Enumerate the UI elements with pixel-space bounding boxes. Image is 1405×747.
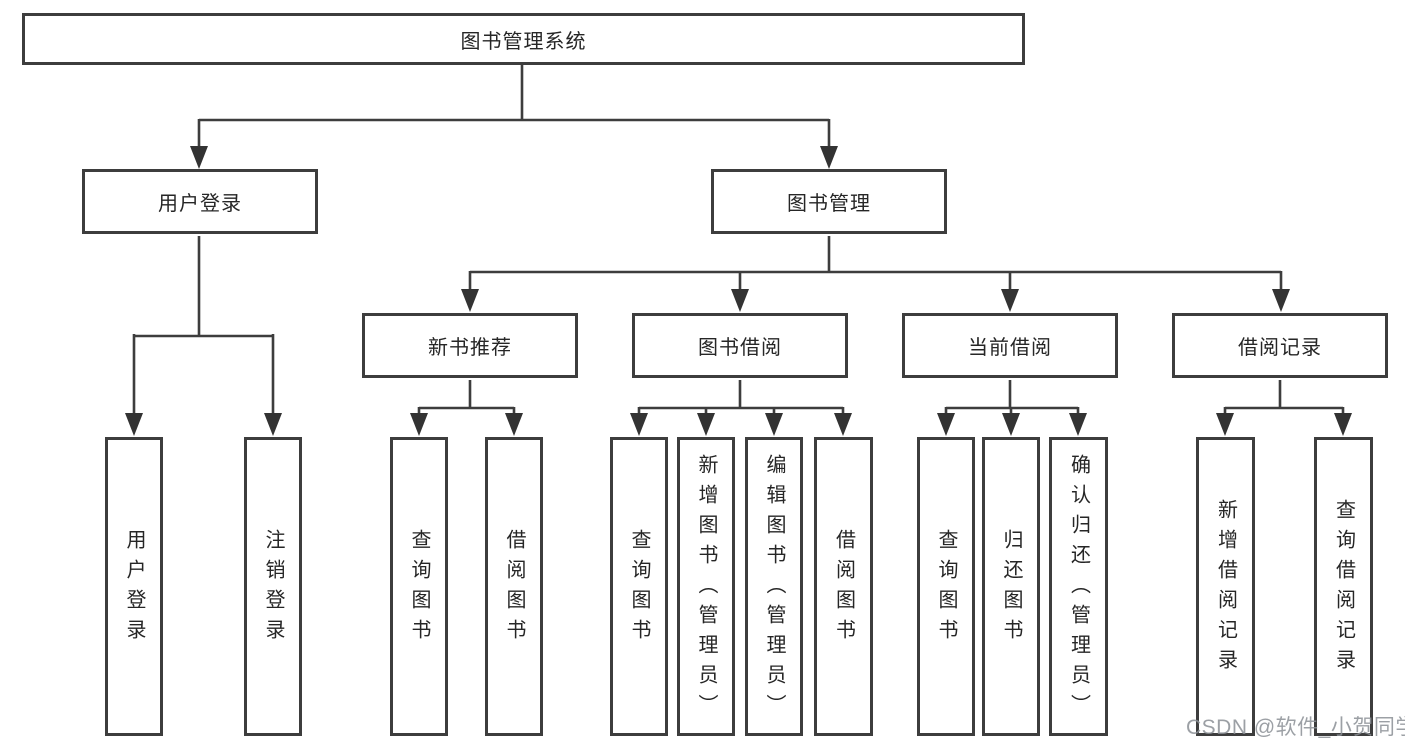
leaf-add-borrow-record: 新增借阅记录 [1196, 437, 1255, 736]
node-borrow-record: 借阅记录 [1172, 313, 1388, 378]
leaf-query-books-recommend: 查询图书 [390, 437, 448, 736]
node-user-login: 用户登录 [82, 169, 318, 234]
node-new-book-recommend: 新书推荐 [362, 313, 578, 378]
leaf-borrow-books-recommend: 借阅图书 [485, 437, 543, 736]
leaf-user-login: 用户登录 [105, 437, 163, 736]
leaf-edit-books-admin: 编辑图书（管理员） [745, 437, 803, 736]
node-book-borrow: 图书借阅 [632, 313, 848, 378]
node-root: 图书管理系统 [22, 13, 1025, 65]
leaf-query-books-borrow: 查询图书 [610, 437, 668, 736]
leaf-return-books: 归还图书 [982, 437, 1040, 736]
node-book-management: 图书管理 [711, 169, 947, 234]
leaf-query-borrow-record: 查询借阅记录 [1314, 437, 1373, 736]
leaf-add-books-admin: 新增图书（管理员） [677, 437, 735, 736]
csdn-watermark: CSDN @软件_小贺同学 [1186, 716, 1405, 739]
leaf-query-books-current: 查询图书 [917, 437, 975, 736]
leaf-confirm-return-admin: 确认归还（管理员） [1049, 437, 1108, 736]
leaf-logout: 注销登录 [244, 437, 302, 736]
leaf-borrow-books: 借阅图书 [814, 437, 873, 736]
node-current-borrow: 当前借阅 [902, 313, 1118, 378]
arrowheads [125, 146, 1352, 436]
